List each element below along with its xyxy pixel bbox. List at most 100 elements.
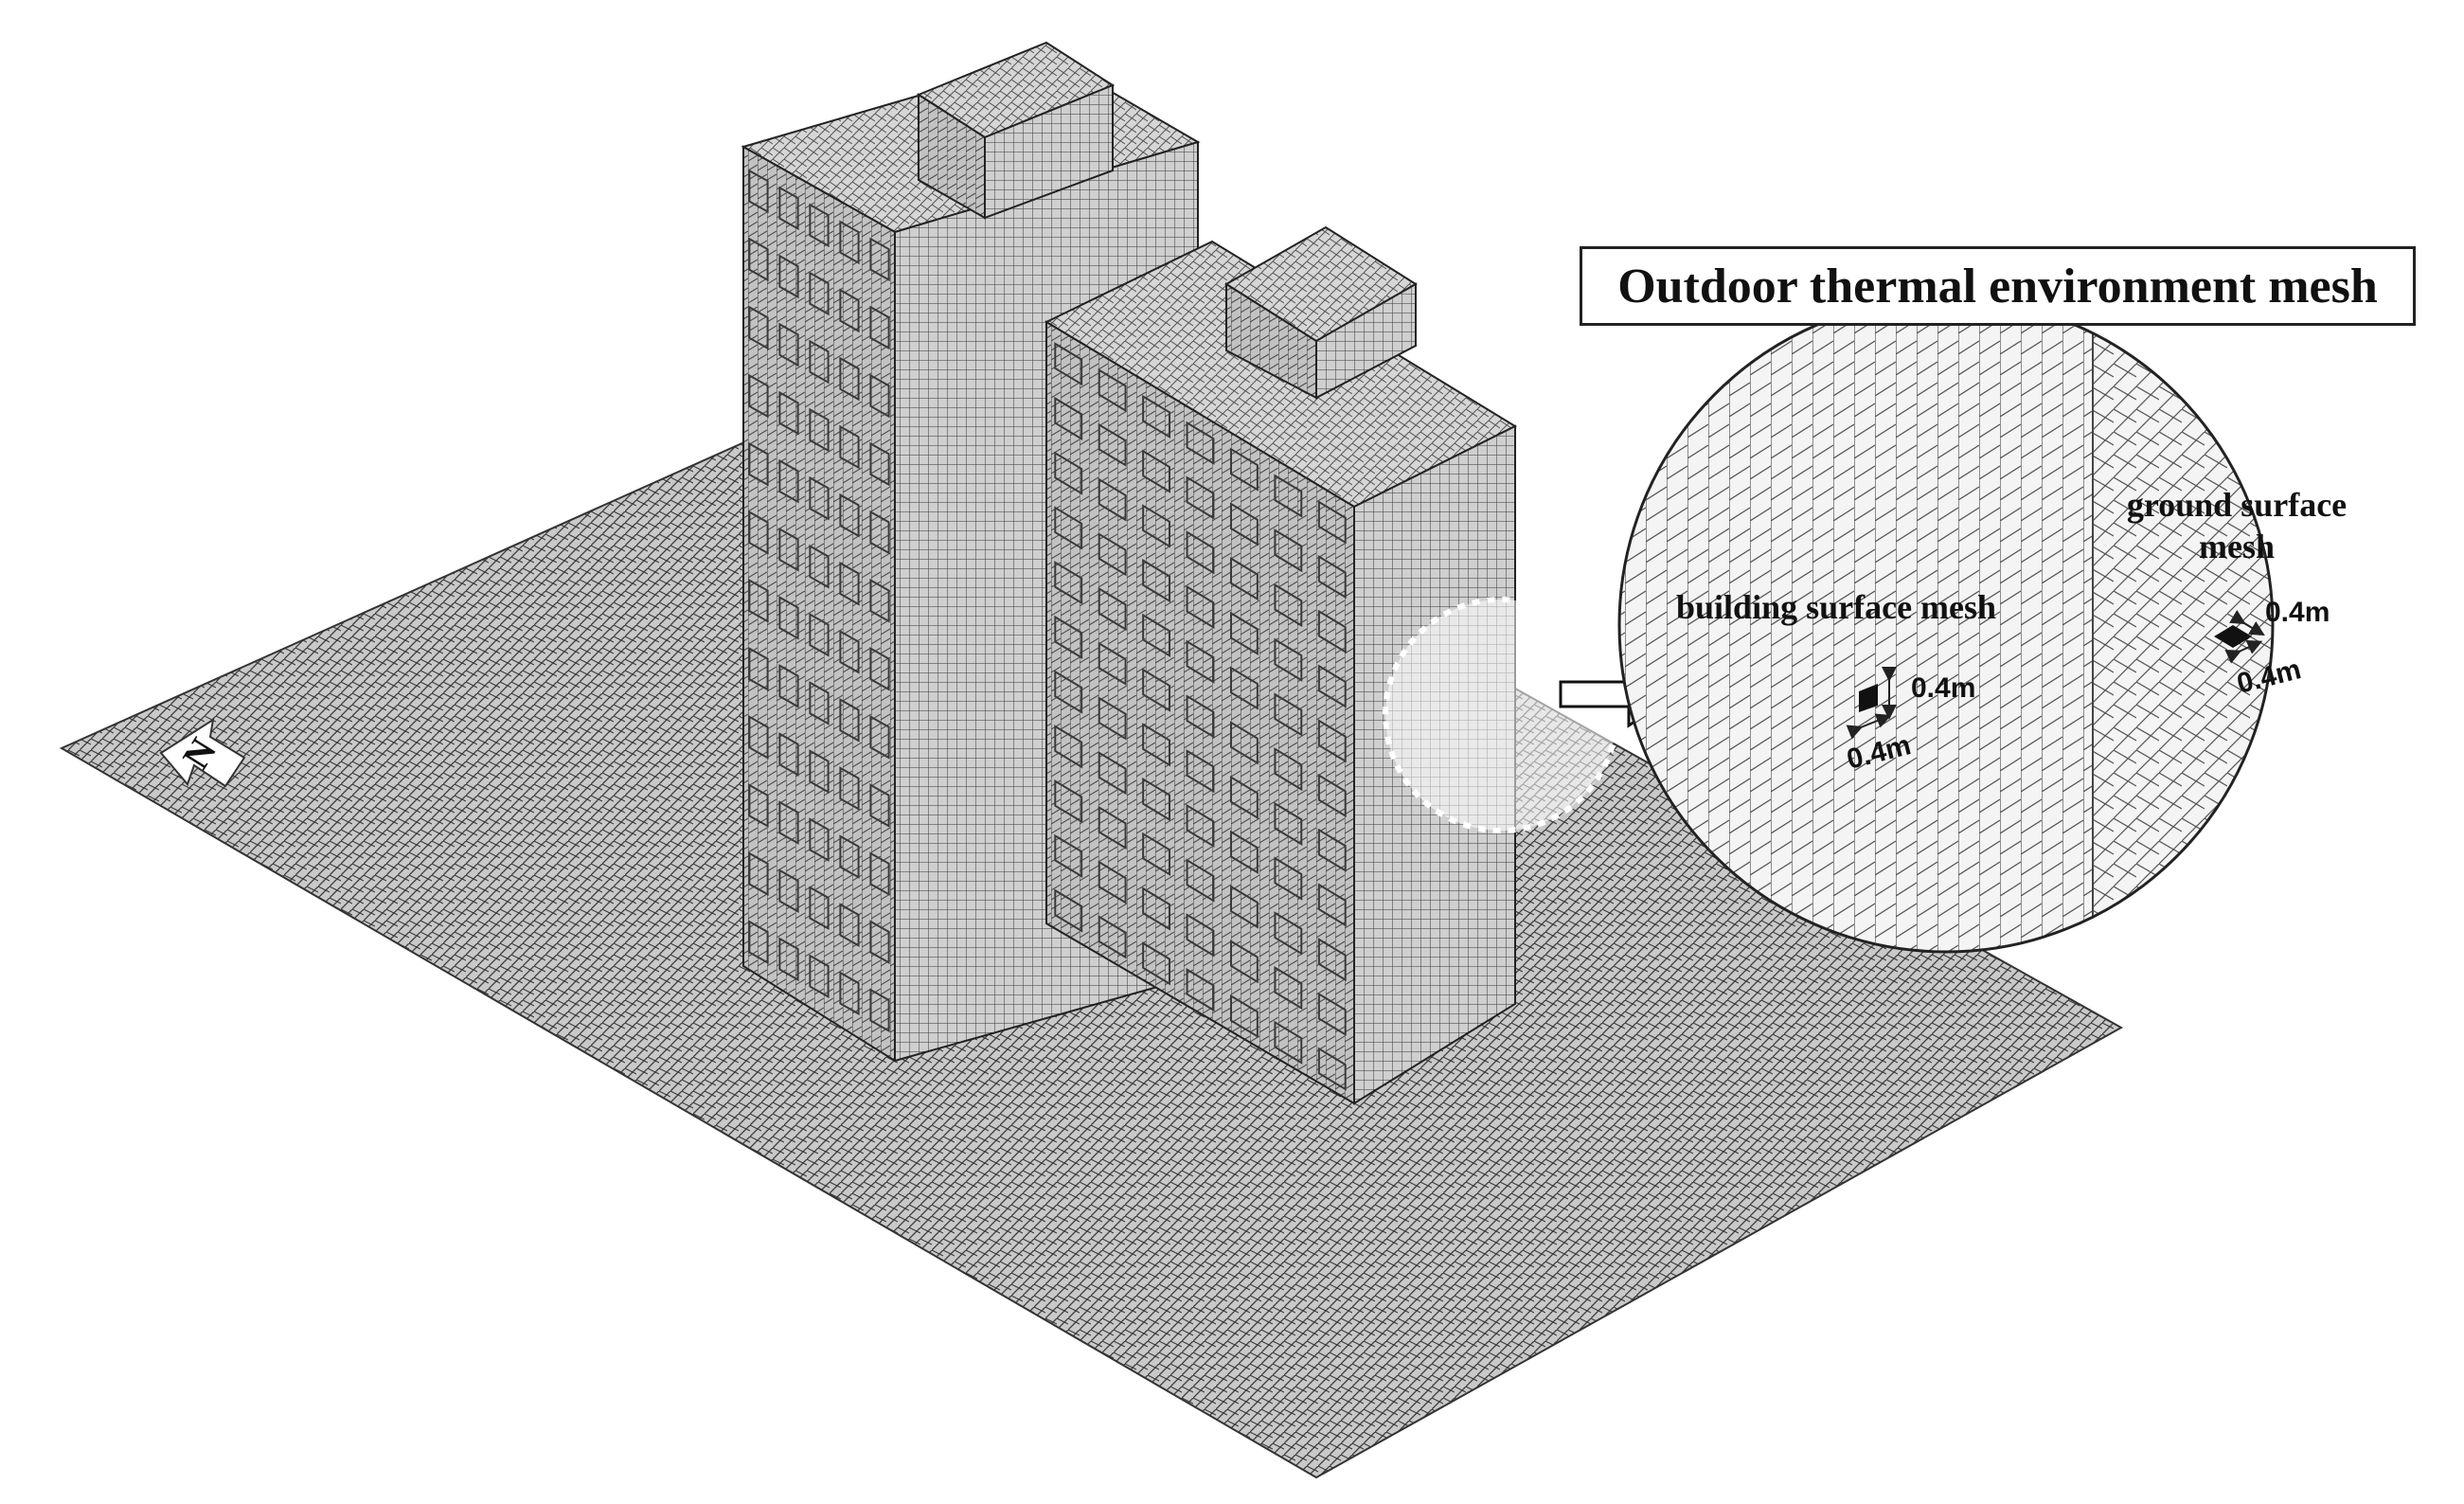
window-outline xyxy=(839,424,860,470)
building-cell-marker xyxy=(1859,684,1878,712)
window-outline xyxy=(869,510,890,555)
window-outline xyxy=(778,800,799,845)
window-outline xyxy=(1098,915,1127,959)
window-outline xyxy=(778,458,799,504)
window-outline xyxy=(1098,860,1127,904)
window-outline xyxy=(1230,885,1259,929)
window-outline xyxy=(1054,888,1083,933)
window-outline xyxy=(1098,477,1127,522)
window-outline xyxy=(869,373,890,419)
window-outline xyxy=(839,698,860,743)
window-outline xyxy=(1098,532,1127,577)
window-outline xyxy=(809,203,830,248)
window-outline xyxy=(748,579,769,623)
window-outline xyxy=(1317,609,1347,654)
window-outline xyxy=(1317,719,1347,763)
window-outline xyxy=(809,407,830,453)
window-outline xyxy=(1274,1020,1303,1065)
window-outline xyxy=(1317,500,1347,545)
window-outline xyxy=(1142,559,1170,603)
north-arrow-icon xyxy=(159,717,246,788)
window-outline xyxy=(1186,421,1215,465)
window-outline xyxy=(809,749,830,794)
window-outline xyxy=(748,715,769,760)
building-cell-height-label: 0.4m xyxy=(1911,672,1976,704)
window-outline xyxy=(778,390,799,436)
window-outline xyxy=(809,613,830,657)
page-title: Outdoor thermal environment mesh xyxy=(1617,259,2378,313)
window-outline xyxy=(1317,938,1347,982)
window-outline xyxy=(1230,940,1259,984)
window-outline xyxy=(1142,504,1170,548)
window-outline xyxy=(1098,751,1127,796)
window-outline xyxy=(1186,749,1215,794)
window-outline xyxy=(748,920,769,965)
window-outline xyxy=(1317,773,1347,818)
window-outline xyxy=(839,356,860,402)
window-outline xyxy=(1186,530,1215,575)
window-outline xyxy=(839,903,860,948)
window-outline xyxy=(1098,641,1127,686)
window-outline xyxy=(809,339,830,385)
window-outline xyxy=(778,186,799,231)
window-outline xyxy=(1098,586,1127,632)
highlight-circle xyxy=(1383,597,1619,833)
window-outline xyxy=(748,647,769,691)
window-outline xyxy=(1142,668,1170,712)
window-outline xyxy=(1274,692,1303,737)
ground-cell-arrow-b xyxy=(2224,640,2263,664)
window-outline xyxy=(778,596,799,640)
building-b-windows xyxy=(1054,342,1347,1091)
window-outline xyxy=(809,817,830,862)
window-outline xyxy=(778,664,799,708)
window-outline xyxy=(748,373,769,419)
window-outline xyxy=(1274,911,1303,956)
window-outline xyxy=(1317,1047,1347,1091)
window-outline xyxy=(839,630,860,674)
window-outline xyxy=(1142,832,1170,876)
window-outline xyxy=(1274,582,1303,628)
window-outline xyxy=(869,305,890,350)
ground-cell-a-label: 0.4m xyxy=(2265,597,2330,628)
window-outline xyxy=(1142,941,1170,986)
window-outline xyxy=(1274,856,1303,901)
window-outline xyxy=(1230,994,1259,1039)
window-outline xyxy=(778,527,799,572)
window-outline xyxy=(1317,554,1347,600)
window-outline xyxy=(1317,883,1347,927)
window-outline xyxy=(839,220,860,265)
window-outline xyxy=(1230,557,1259,601)
window-outline xyxy=(748,851,769,897)
window-outline xyxy=(778,732,799,777)
window-outline xyxy=(1142,449,1170,493)
window-outline xyxy=(1230,502,1259,546)
window-outline xyxy=(839,971,860,1016)
window-outline xyxy=(1230,830,1259,874)
window-outline xyxy=(748,510,769,555)
window-outline xyxy=(748,783,769,828)
window-outline xyxy=(869,647,890,691)
window-outline xyxy=(1142,886,1170,931)
window-outline xyxy=(1230,775,1259,820)
window-outline xyxy=(869,715,890,760)
window-outline xyxy=(1098,696,1127,741)
building-a-windows xyxy=(748,169,890,1033)
window-outline xyxy=(839,288,860,333)
window-outline xyxy=(869,578,890,623)
window-outline xyxy=(778,254,799,299)
title-box: Outdoor thermal environment mesh xyxy=(1580,246,2416,326)
window-outline xyxy=(869,988,890,1033)
window-outline xyxy=(1186,639,1215,684)
window-outline xyxy=(869,441,890,487)
window-outline xyxy=(1054,342,1083,386)
window-outline xyxy=(1186,584,1215,630)
window-outline xyxy=(1274,965,1303,1011)
window-outline xyxy=(778,937,799,982)
window-outline xyxy=(839,492,860,538)
window-outline xyxy=(839,834,860,879)
window-outline xyxy=(1230,447,1259,492)
window-outline xyxy=(1274,801,1303,846)
window-outline xyxy=(1054,670,1083,714)
